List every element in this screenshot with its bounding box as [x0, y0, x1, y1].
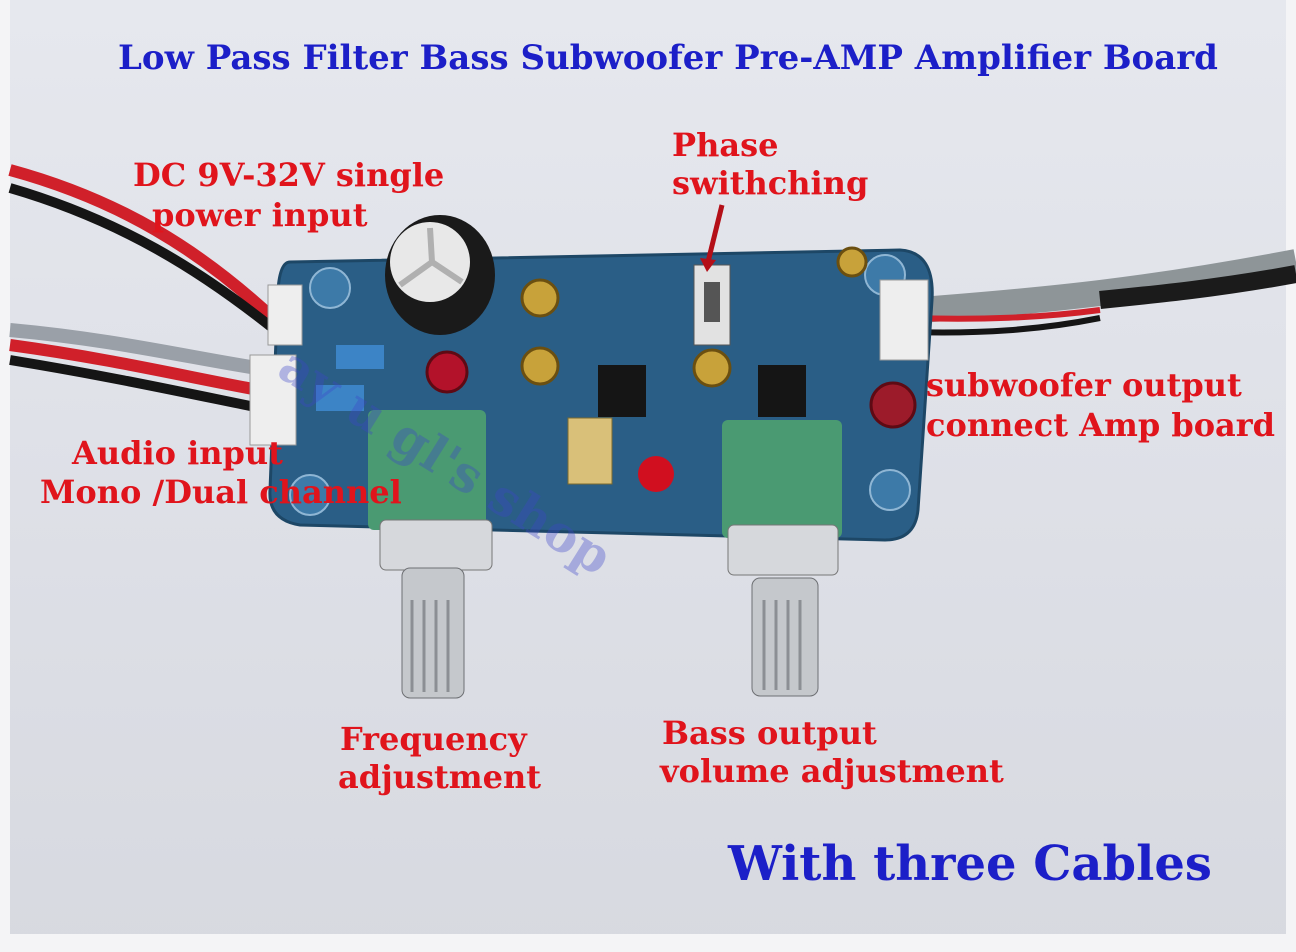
power-input-label-line1: DC 9V-32V single: [133, 156, 445, 194]
subwoofer-output-label-line1: subwoofer output: [926, 366, 1242, 404]
frame-edge-bottom: [0, 934, 1296, 952]
audio-input-label-line2: Mono /Dual channel: [40, 473, 402, 511]
frame-edge-right: [1286, 0, 1296, 952]
frequency-label-line2: adjustment: [338, 758, 542, 796]
power-input-label-line2: power input: [152, 196, 368, 234]
bass-volume-label-line1: Bass output: [662, 714, 877, 752]
frequency-potentiometer: [368, 410, 493, 699]
phase-label-line1: Phase: [672, 126, 779, 164]
frequency-label-line1: Frequency: [340, 720, 527, 758]
phase-arrow: [705, 204, 725, 263]
bass-volume-potentiometer: [722, 420, 842, 697]
audio-input-label-line1: Audio input: [72, 434, 283, 472]
cables-note: With three Cables: [728, 836, 1212, 892]
bass-volume-label-line2: volume adjustment: [660, 752, 1004, 790]
page-title: Low Pass Filter Bass Subwoofer Pre-AMP A…: [118, 38, 1218, 78]
frame-edge-left: [0, 0, 10, 952]
phase-label-line2: swithching: [672, 164, 869, 202]
subwoofer-output-label-line2: connect Amp board: [926, 406, 1276, 444]
audio-input-cable: [9, 323, 272, 415]
power-cable: [8, 164, 280, 334]
subwoofer-output-cable: [909, 249, 1296, 336]
